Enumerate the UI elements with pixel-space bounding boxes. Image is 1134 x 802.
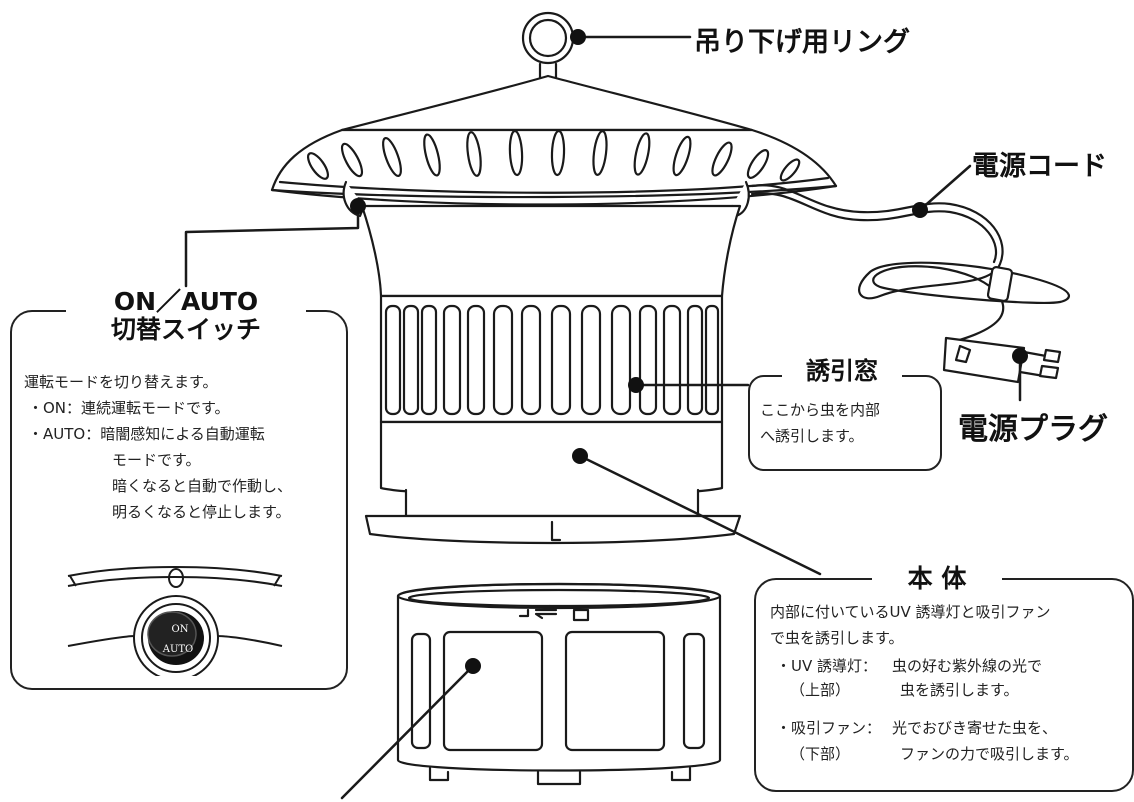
switch-auto-line4: 明るくなると停止します。 xyxy=(112,503,291,521)
hanging-ring xyxy=(521,11,575,80)
switch-on-line: ・ON：連続運転モードです。 xyxy=(28,399,230,417)
window-title: 誘引窓 xyxy=(782,356,902,386)
window-callout-box xyxy=(748,375,942,471)
plug-label: 電源プラグ xyxy=(958,412,1108,447)
power-cord xyxy=(750,184,1071,346)
body-title: 本 体 xyxy=(872,564,1002,594)
body-uv-term: ・UV 誘導灯： xyxy=(776,657,878,675)
switch-title-line1: ON／AUTO xyxy=(113,287,259,316)
switch-auto-line2: モードです。 xyxy=(112,451,201,469)
collection-tray xyxy=(396,582,722,786)
body-uv-desc2: 虫を誘引します。 xyxy=(900,681,1019,699)
switch-title-line2: 切替スイッチ xyxy=(110,315,261,344)
switch-title: ON／AUTO 切替スイッチ xyxy=(66,288,306,344)
attraction-window-slats xyxy=(384,304,720,416)
switch-auto-line3: 暗くなると自動で作動し、 xyxy=(112,477,293,495)
power-plug xyxy=(942,336,1062,384)
lid-vent-slots xyxy=(306,129,801,182)
window-line1: ここから虫を内部 xyxy=(760,401,881,419)
leader-lines xyxy=(184,35,1022,800)
leader-dots xyxy=(350,29,1028,674)
switch-closeup: ON AUTO xyxy=(67,566,283,676)
cord-label: 電源コード xyxy=(972,151,1107,182)
window-line2: へ誘引します。 xyxy=(760,427,864,445)
body-fan-sub: （下部） xyxy=(790,745,851,763)
body-callout-box xyxy=(754,578,1134,792)
knob-on-text: ON xyxy=(172,624,189,635)
body-line1: 内部に付いているUV 誘導灯と吸引ファン xyxy=(770,603,1051,621)
body-fan-desc1: 光でおびき寄せた虫を、 xyxy=(892,719,1058,737)
switch-intro: 運転モードを切り替えます。 xyxy=(24,373,218,391)
body-fan-term: ・吸引ファン： xyxy=(776,719,882,737)
body-line2: で虫を誘引します。 xyxy=(770,629,904,647)
body-uv-sub: （上部） xyxy=(790,681,851,699)
knob-auto-text: AUTO xyxy=(162,644,194,655)
body-fan-desc2: ファンの力で吸引します。 xyxy=(900,745,1079,763)
body-uv-desc1: 虫の好む紫外線の光で xyxy=(892,657,1043,675)
switch-auto-line1: ・AUTO：暗闇感知による自動運転 xyxy=(28,425,265,443)
main-body-upper xyxy=(360,204,742,545)
ring-label: 吊り下げ用リング xyxy=(694,27,910,58)
